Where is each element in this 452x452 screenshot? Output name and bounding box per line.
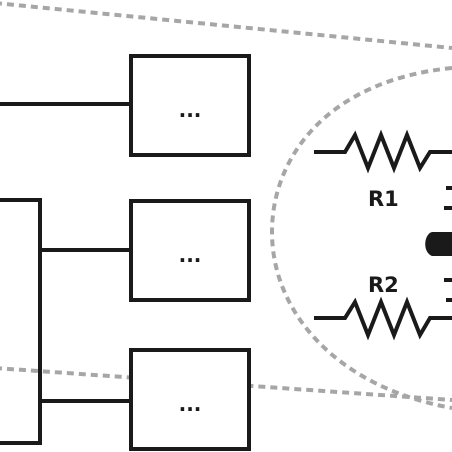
block-2: ... (129, 199, 251, 302)
zoom-callout-top-line (0, 1, 452, 50)
block-1-label: ... (179, 98, 202, 122)
block-3-label: ... (179, 392, 202, 416)
resistor-r1 (314, 129, 452, 174)
block-1: ... (129, 54, 251, 157)
block-3: ... (129, 348, 251, 451)
block-2-label: ... (179, 243, 202, 267)
resistor-r2-label: R2 (368, 273, 399, 297)
resistor-r2 (314, 296, 452, 341)
resistor-r1-label: R1 (368, 187, 399, 211)
zoom-callout-ellipse (269, 66, 452, 410)
partial-component (425, 186, 452, 302)
wire-bus-vertical (0, 198, 42, 445)
